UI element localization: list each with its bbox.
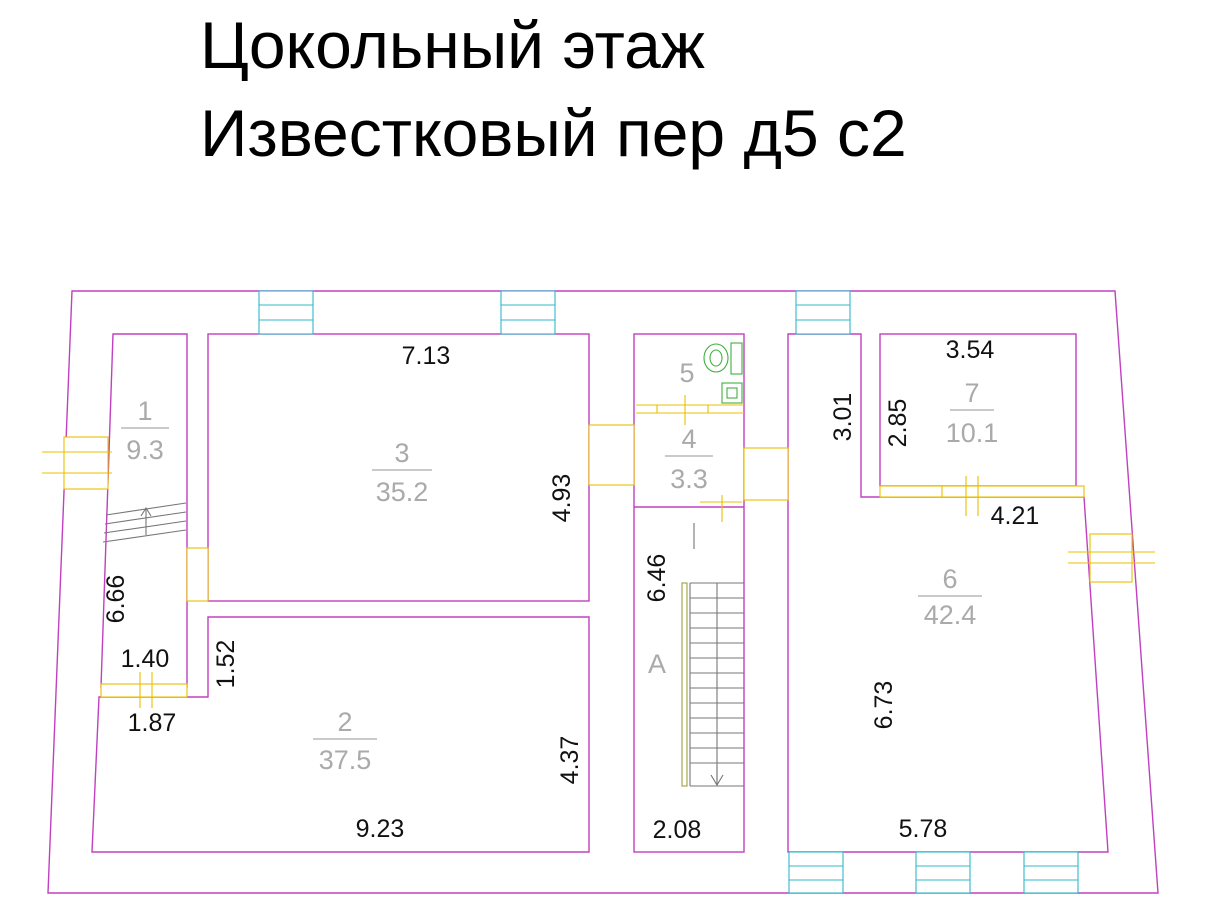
room-label-1: 1 9.3 [121, 396, 169, 465]
dim-room2-top-left: 1.87 [128, 709, 177, 737]
dim-step-height: 1.52 [212, 640, 240, 689]
svg-text:3.3: 3.3 [670, 464, 708, 494]
corridor-outline [633, 333, 745, 853]
door-room7-room6 [879, 476, 1085, 516]
dim-room6-left: 6.73 [870, 681, 898, 730]
dim-room7-top: 3.54 [946, 336, 995, 364]
outer-wall [47, 290, 1159, 894]
dim-room1-bottom: 1.40 [121, 645, 170, 673]
partition-room5 [636, 395, 744, 425]
window-bottom-3 [1023, 851, 1079, 894]
window-top-2 [500, 290, 556, 335]
dim-room7-left: 2.85 [884, 399, 912, 448]
svg-text:3: 3 [394, 438, 409, 468]
door-left-exterior [42, 436, 112, 490]
sink-icon [721, 382, 743, 404]
room-label-7: 7 10.1 [946, 378, 999, 448]
door-room1-room2 [100, 672, 188, 708]
room-2-outline [91, 616, 590, 853]
svg-text:7: 7 [964, 378, 979, 408]
svg-text:10.1: 10.1 [946, 418, 999, 448]
room-label-6: 6 42.4 [918, 564, 982, 630]
door-room1-room3 [186, 547, 209, 602]
dim-room7-bottom: 4.21 [991, 502, 1040, 530]
dim-room3-top: 7.13 [402, 342, 451, 370]
toilet-icon [703, 342, 743, 375]
svg-text:4: 4 [681, 424, 696, 454]
door-corridor-room6 [743, 447, 789, 501]
door-room3-corridor [588, 424, 635, 486]
room-label-5: 5 [679, 358, 694, 388]
dim-room6-upper-left: 3.01 [829, 393, 857, 442]
svg-text:35.2: 35.2 [376, 477, 429, 507]
svg-text:42.4: 42.4 [924, 600, 977, 630]
door-right-exterior [1068, 533, 1155, 583]
room-label-2: 2 37.5 [313, 707, 377, 775]
room-label-3: 3 35.2 [372, 438, 432, 507]
dim-corridor-bottom: 2.08 [653, 816, 702, 844]
dim-room2-right: 4.37 [556, 736, 584, 785]
dim-room1-left: 6.66 [102, 575, 130, 624]
plan-address: Известковый пер д5 с2 [200, 96, 907, 170]
svg-text:5: 5 [679, 358, 694, 388]
dim-room3-right: 4.93 [548, 474, 576, 523]
room-label-4: 4 3.3 [665, 424, 713, 494]
window-top-3 [795, 290, 851, 335]
stair-label: А [648, 649, 666, 679]
svg-text:2: 2 [337, 707, 352, 737]
window-bottom-1 [788, 851, 844, 894]
plan-title: Цокольный этаж [200, 8, 705, 82]
dim-room2-bottom: 9.23 [356, 815, 405, 843]
svg-text:37.5: 37.5 [319, 745, 372, 775]
stair-room1 [102, 502, 187, 543]
svg-text:1: 1 [137, 396, 152, 426]
dim-room6-bottom: 5.78 [899, 815, 948, 843]
window-bottom-2 [915, 851, 971, 894]
door-corridor-internal [700, 495, 742, 522]
svg-text:9.3: 9.3 [126, 435, 164, 465]
svg-text:6: 6 [942, 564, 957, 594]
window-top-1 [258, 290, 314, 335]
dim-corridor-left: 6.46 [643, 554, 671, 603]
stair-corridor [681, 523, 744, 787]
